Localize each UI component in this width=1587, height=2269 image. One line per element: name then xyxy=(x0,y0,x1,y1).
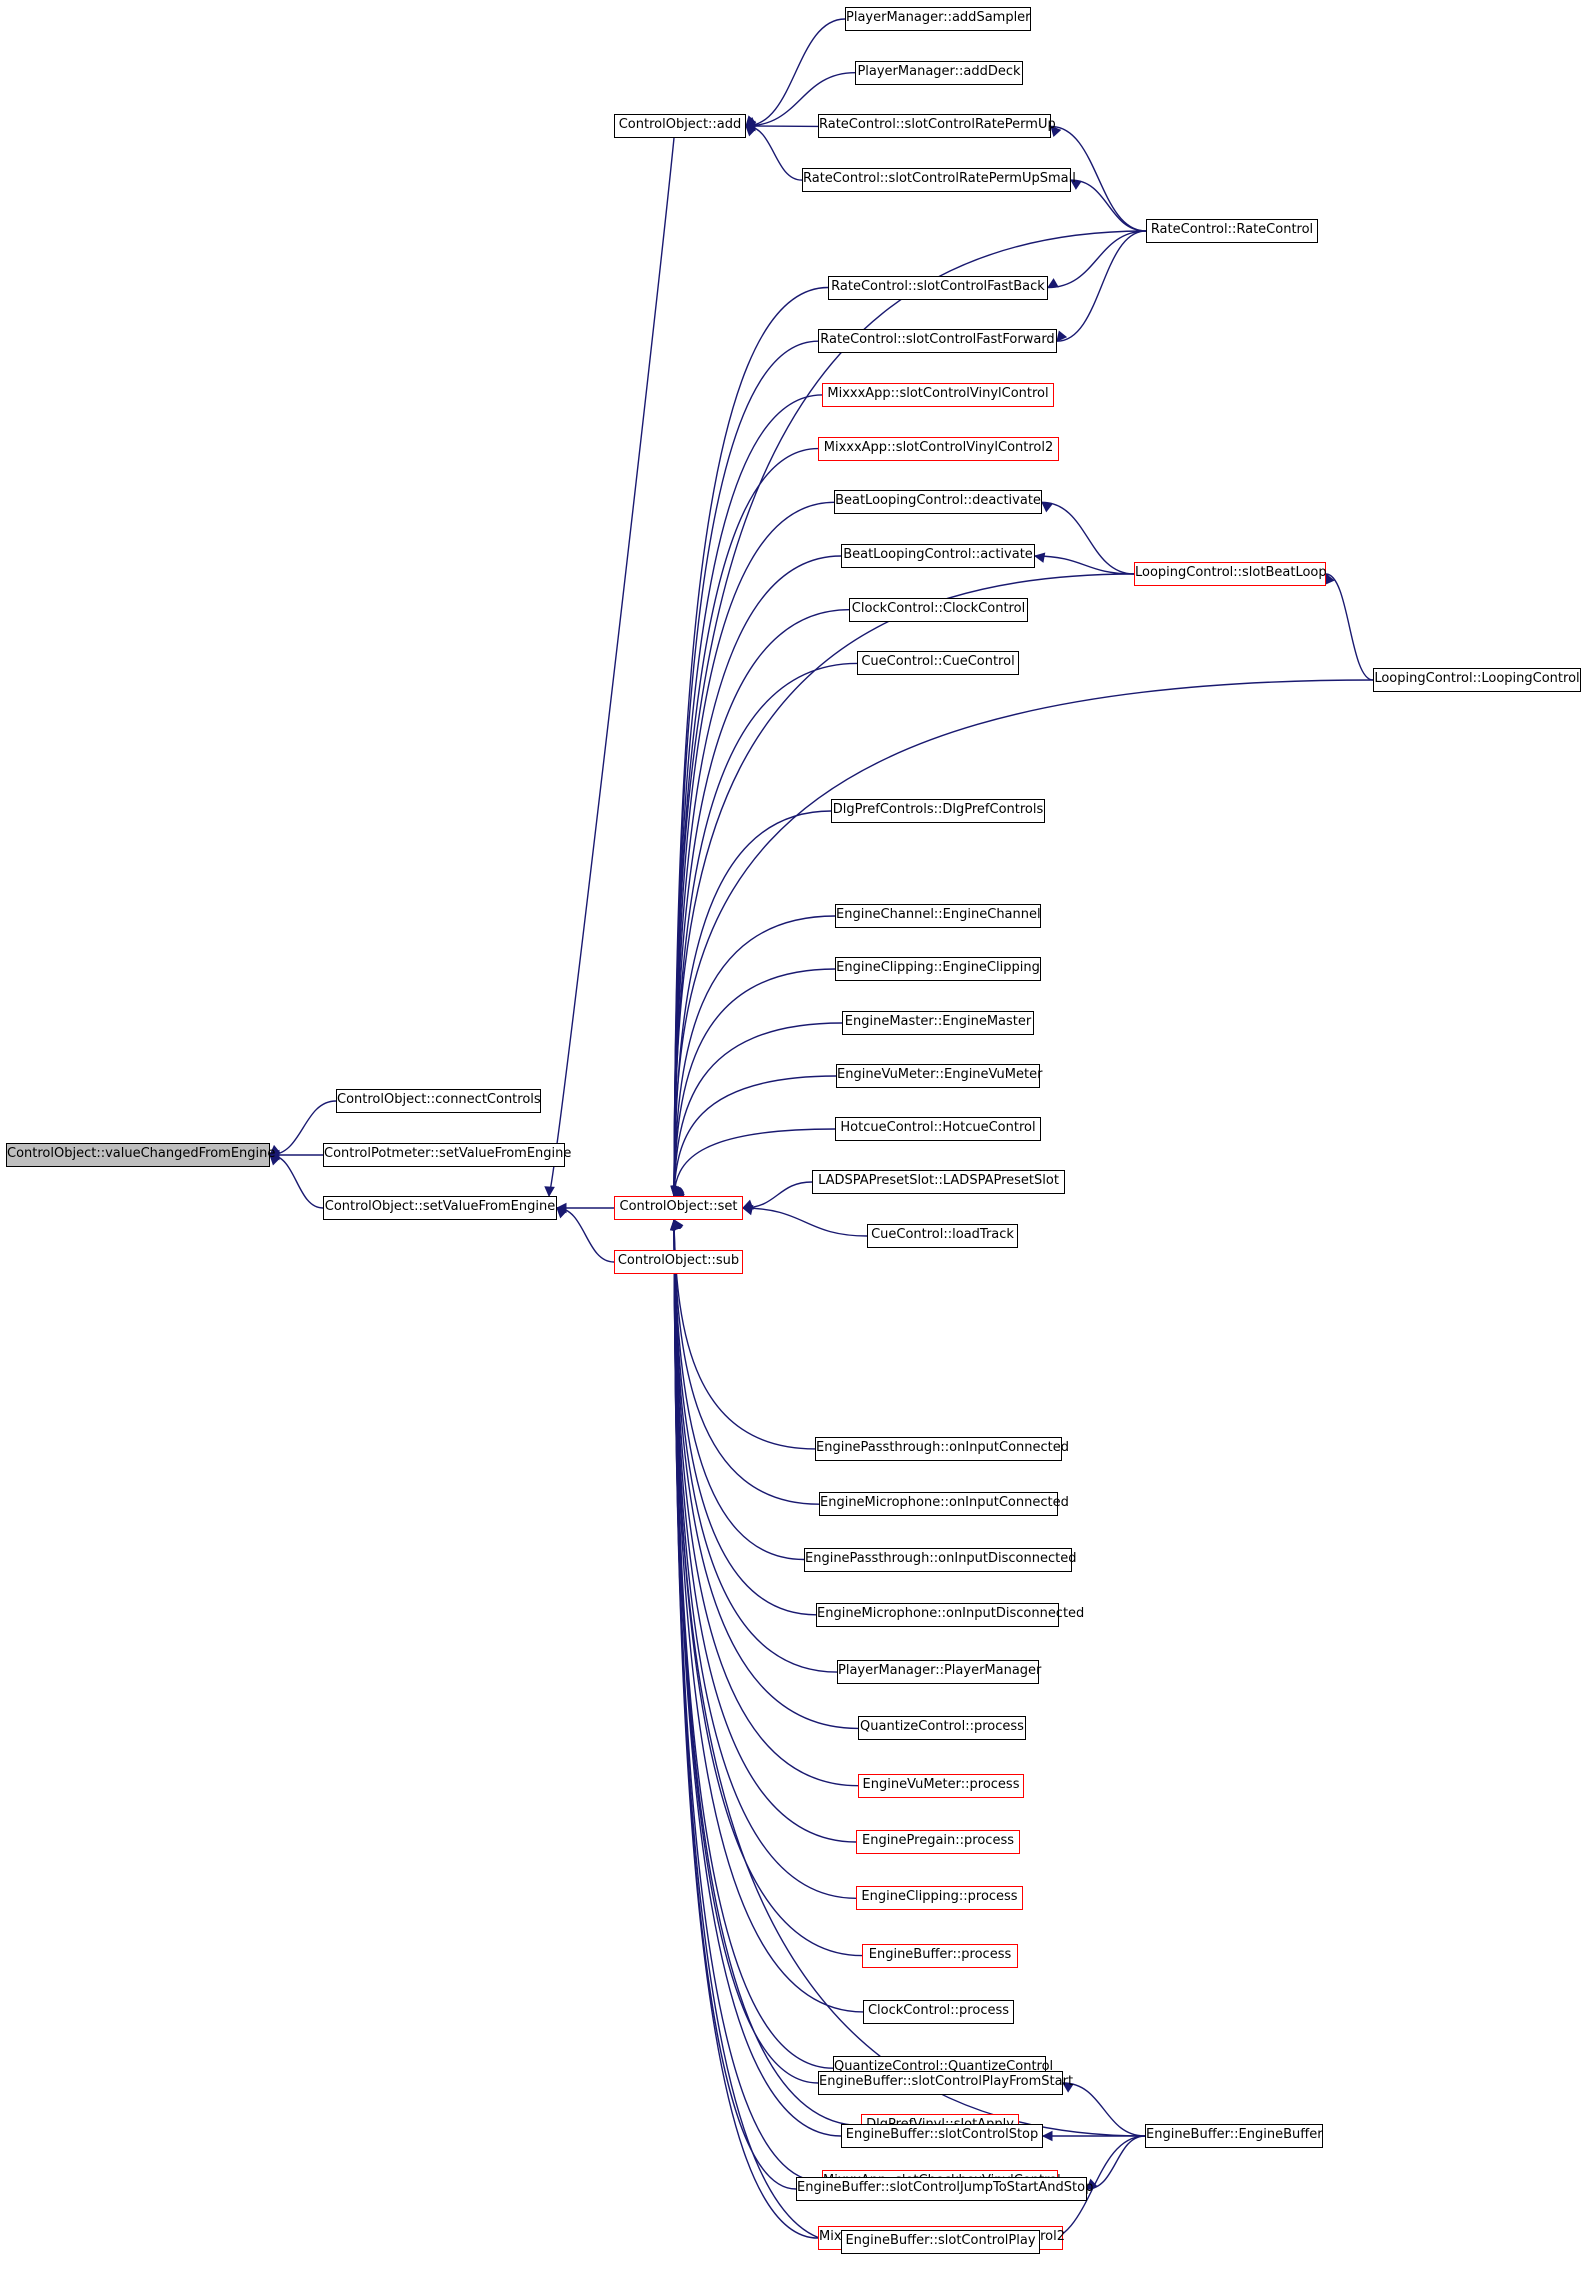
node-play-from-start[interactable]: EngineBuffer::slotControlPlayFromStart xyxy=(818,2071,1073,2095)
edge-arrowhead-11 xyxy=(1070,179,1082,190)
node-hotcue-control[interactable]: HotcueControl::HotcueControl xyxy=(835,1117,1041,1141)
edge-23 xyxy=(673,340,819,1197)
node-control-play[interactable]: EngineBuffer::slotControlPlay xyxy=(841,2230,1040,2254)
edge-39 xyxy=(742,1181,813,1209)
node-load-track[interactable]: CueControl::loadTrack xyxy=(867,1224,1018,1248)
node-control-stop[interactable]: EngineBuffer::slotControlStop xyxy=(841,2124,1043,2148)
edge-arrowhead-2 xyxy=(269,1154,281,1166)
edge-arrowhead-5 xyxy=(556,1207,568,1219)
edge-arrowhead-9 xyxy=(745,125,757,137)
node-set-value-from-engine[interactable]: ControlObject::setValueFromEngine xyxy=(323,1196,557,1220)
edge-arrowhead-14 xyxy=(1041,501,1053,513)
node-vinyl2[interactable]: MixxxApp::slotControlVinylControl2 xyxy=(818,436,1059,461)
edge-arrowhead-15 xyxy=(1033,552,1046,563)
edge-13 xyxy=(1056,230,1147,342)
edge-17 xyxy=(1062,2082,1146,2137)
node-clock-process[interactable]: ClockControl::process xyxy=(863,1999,1014,2024)
node-engine-channel[interactable]: EngineChannel::EngineChannel xyxy=(835,904,1041,928)
edge-12 xyxy=(1047,230,1147,289)
edge-arrowhead-17 xyxy=(1062,2082,1074,2093)
node-connect-controls[interactable]: ControlObject::connectControls xyxy=(336,1089,541,1113)
edge-21 xyxy=(673,230,1147,1197)
node-rate-up-small[interactable]: RateControl::slotControlRatePermUpSmall xyxy=(802,168,1076,193)
node-pt-connected[interactable]: EnginePassthrough::onInputConnected xyxy=(815,1436,1069,1461)
edge-arrowhead-10 xyxy=(1050,125,1062,138)
node-clock-control[interactable]: ClockControl::ClockControl xyxy=(849,597,1028,622)
edge-59 xyxy=(673,1219,842,2243)
node-sub[interactable]: ControlObject::sub xyxy=(614,1250,743,1274)
node-pregain-process[interactable]: EnginePregain::process xyxy=(856,1830,1020,1854)
edge-arrowhead-13 xyxy=(1056,330,1068,343)
node-beat-deactivate[interactable]: BeatLoopingControl::deactivate xyxy=(834,490,1042,515)
node-vinyl1[interactable]: MixxxApp::slotControlVinylControl xyxy=(822,382,1054,407)
edge-2 xyxy=(269,1154,324,1209)
edge-45 xyxy=(673,1219,838,1673)
edge-10 xyxy=(1050,125,1147,232)
edge-19 xyxy=(1086,2135,1146,2190)
edge-11 xyxy=(1070,179,1147,232)
edge-6 xyxy=(745,18,846,127)
edge-arrowhead-40 xyxy=(741,1204,754,1216)
edge-30 xyxy=(673,662,858,1197)
node-set[interactable]: ControlObject::set xyxy=(614,1196,743,1220)
node-pot-set-value[interactable]: ControlPotmeter::setValueFromEngine xyxy=(323,1143,571,1167)
edge-15 xyxy=(1034,555,1135,575)
node-player-manager[interactable]: PlayerManager::PlayerManager xyxy=(837,1660,1041,1685)
node-cue-control[interactable]: CueControl::CueControl xyxy=(857,651,1019,676)
node-dlg-pref-controls[interactable]: DlgPrefControls::DlgPrefControls xyxy=(831,799,1045,823)
node-engine-buffer[interactable]: EngineBuffer::EngineBuffer xyxy=(1145,2124,1323,2148)
edge-29 xyxy=(673,609,850,1197)
edge-48 xyxy=(673,1219,857,1843)
edge-16 xyxy=(1325,573,1374,681)
edge-34 xyxy=(673,915,836,1197)
edge-arrowhead-3 xyxy=(544,1186,555,1198)
node-mic-disconnected[interactable]: EngineMicrophone::onInputDisconnected xyxy=(816,1602,1084,1627)
edge-46 xyxy=(673,1219,859,1730)
node-add[interactable]: ControlObject::add xyxy=(614,114,746,138)
edge-38 xyxy=(673,1128,836,1197)
edge-22 xyxy=(673,286,829,1197)
edge-28 xyxy=(673,555,842,1197)
node-mic-connected[interactable]: EngineMicrophone::onInputConnected xyxy=(819,1492,1069,1517)
node-add-deck[interactable]: PlayerManager::addDeck xyxy=(855,60,1023,85)
node-engine-clipping[interactable]: EngineClipping::EngineClipping xyxy=(835,957,1041,981)
node-clipping-process[interactable]: EngineClipping::process xyxy=(856,1886,1023,1911)
node-jump-to-start-stop[interactable]: EngineBuffer::slotControlJumpToStartAndS… xyxy=(796,2177,1093,2201)
edge-14 xyxy=(1041,501,1135,575)
edge-37 xyxy=(673,1075,837,1197)
edge-arrowhead-12 xyxy=(1047,278,1059,289)
edge-arrowhead-59 xyxy=(670,1218,681,1231)
node-buffer-process[interactable]: EngineBuffer::process xyxy=(862,1943,1018,1968)
edge-55 xyxy=(673,1219,819,2239)
node-rate-control[interactable]: RateControl::RateControl xyxy=(1146,219,1318,243)
node-root[interactable]: ControlObject::valueChangedFromEngine xyxy=(6,1143,275,1167)
edge-40 xyxy=(742,1207,868,1237)
node-add-sampler[interactable]: PlayerManager::addSampler xyxy=(845,7,1031,31)
edge-58 xyxy=(673,1219,797,2190)
edge-32 xyxy=(673,810,832,1197)
node-qc-process[interactable]: QuantizeControl::process xyxy=(858,1716,1026,1741)
edge-3 xyxy=(548,137,675,1197)
node-engine-vu-meter[interactable]: EngineVuMeter::EngineVuMeter xyxy=(836,1064,1042,1088)
edge-7 xyxy=(745,72,856,127)
edge-35 xyxy=(673,968,836,1197)
node-ladspa[interactable]: LADSPAPresetSlot::LADSPAPresetSlot xyxy=(812,1170,1065,1194)
node-engine-master[interactable]: EngineMaster::EngineMaster xyxy=(842,1011,1034,1035)
edge-25 xyxy=(673,447,819,1197)
node-looping-control[interactable]: LoopingControl::LoopingControl xyxy=(1373,668,1581,692)
edge-arrowhead-18 xyxy=(1041,2130,1053,2142)
node-vu-process[interactable]: EngineVuMeter::process xyxy=(858,1773,1024,1798)
edge-5 xyxy=(556,1207,615,1263)
node-beat-activate[interactable]: BeatLoopingControl::activate xyxy=(841,544,1035,568)
edge-9 xyxy=(745,125,803,181)
node-rate-up[interactable]: RateControl::slotControlRatePermUp xyxy=(818,114,1056,139)
node-fast-forward[interactable]: RateControl::slotControlFastForward xyxy=(818,329,1057,354)
node-pt-disconnected[interactable]: EnginePassthrough::onInputDisconnected xyxy=(804,1547,1076,1572)
node-fast-back[interactable]: RateControl::slotControlFastBack xyxy=(828,275,1048,300)
edge-36 xyxy=(673,1022,843,1197)
node-slot-beat-loop[interactable]: LoopingControl::slotBeatLoop xyxy=(1134,562,1327,586)
